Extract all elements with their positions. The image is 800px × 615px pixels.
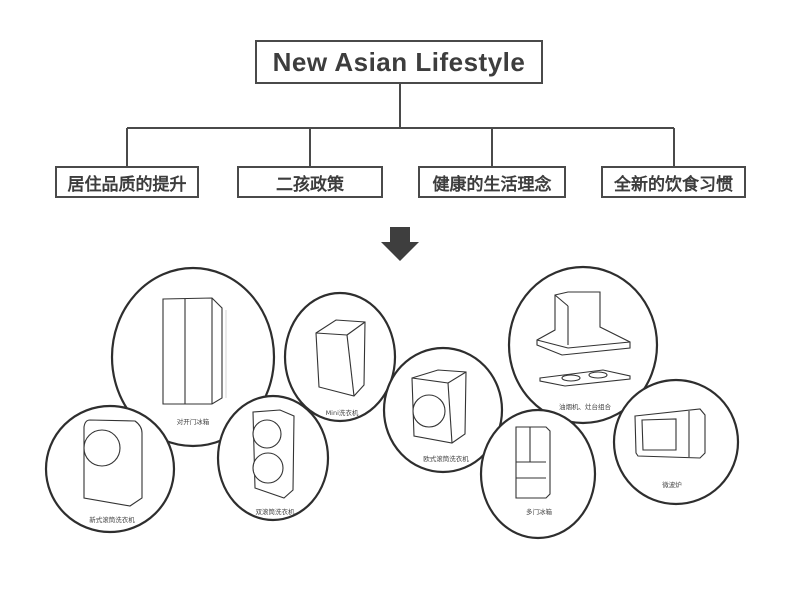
category-box-4: 全新的饮食习惯 xyxy=(601,166,746,198)
category-box-3: 健康的生活理念 xyxy=(418,166,566,198)
appliance-side-by-side-fridge: 对开门冰箱 xyxy=(110,266,276,448)
appliance-label: 油烟机、灶台组合 xyxy=(559,402,612,411)
appliance-twin-drum-washer: 双滚筒洗衣机 xyxy=(216,394,330,522)
multi-door-fridge-icon xyxy=(515,426,551,499)
down-arrow-icon xyxy=(381,227,419,261)
mini-washer-icon xyxy=(315,319,366,397)
category-box-1: 居住品质的提升 xyxy=(55,166,199,198)
appliance-mini-washer: Mini洗衣机 xyxy=(283,291,397,423)
page-title: New Asian Lifestyle xyxy=(272,46,526,77)
appliance-label: 欧式滚筒洗衣机 xyxy=(423,454,469,463)
appliance-label: 微波炉 xyxy=(662,480,682,489)
appliance-microwave: 微波炉 xyxy=(612,378,740,506)
category-label: 全新的饮食习惯 xyxy=(614,174,733,195)
appliance-range-hood-cooktop: 油烟机、灶台组合 xyxy=(507,265,659,425)
category-label: 健康的生活理念 xyxy=(432,174,552,195)
appliance-label: Mini洗衣机 xyxy=(326,408,359,417)
appliance-label: 双滚筒洗衣机 xyxy=(256,507,296,516)
title-box: New Asian Lifestyle xyxy=(255,40,543,84)
appliance-label: 对开门冰箱 xyxy=(177,417,210,426)
appliance-label: 新式滚筒洗衣机 xyxy=(89,515,135,524)
appliance-label: 多门冰箱 xyxy=(526,507,553,516)
range-hood-icon xyxy=(536,291,631,356)
microwave-icon xyxy=(634,408,706,459)
twin-drum-washer-icon xyxy=(252,409,295,499)
drum-washer-icon xyxy=(411,369,467,444)
category-label: 居住品质的提升 xyxy=(67,174,187,195)
fridge-icon xyxy=(162,297,227,405)
washer-icon xyxy=(83,419,143,507)
appliance-front-load-washer: 新式滚筒洗衣机 xyxy=(44,404,176,534)
appliance-multi-door-fridge: 多门冰箱 xyxy=(479,408,597,540)
cooktop-icon xyxy=(539,369,631,387)
category-box-2: 二孩政策 xyxy=(237,166,383,198)
appliance-european-drum-washer: 欧式滚筒洗衣机 xyxy=(382,346,504,474)
category-label: 二孩政策 xyxy=(276,174,344,195)
